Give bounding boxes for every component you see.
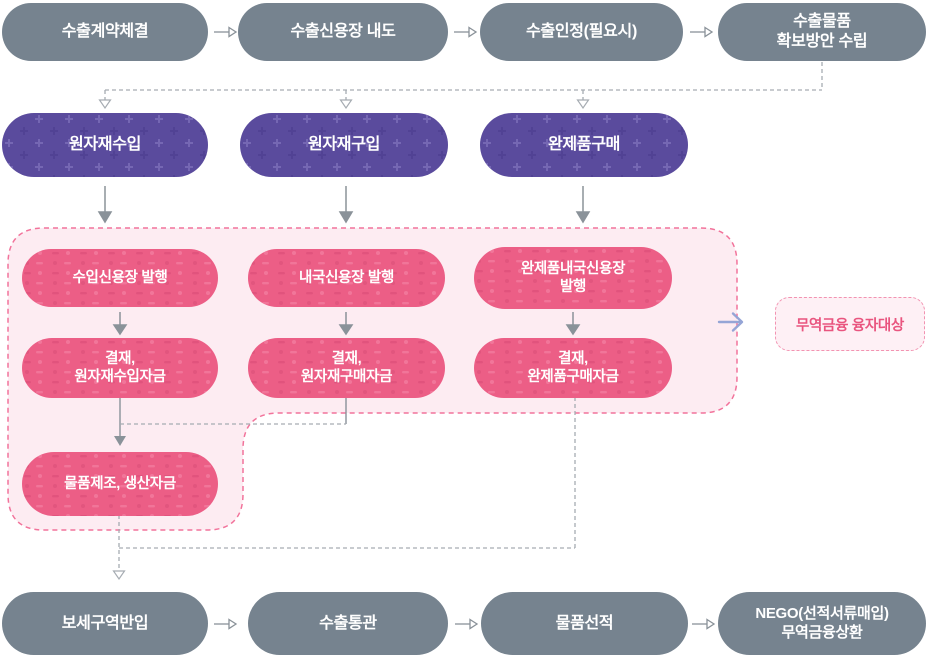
node-bonded-area-entry: 보세구역반입 [2, 592, 208, 655]
node-finished-local-lc-issue: 완제품내국신용장 발행 [474, 247, 672, 309]
node-settle-raw-import-funds: 결재, 원자재수입자금 [22, 338, 218, 398]
node-label: 물품선적 [555, 614, 614, 632]
lc-to-settlement-arrows [112, 312, 581, 336]
settlement-to-manufacture-connector [114, 397, 347, 446]
node-label: 보세구역반입 [61, 614, 149, 632]
node-export-clearance: 수출통관 [248, 592, 448, 655]
node-label: 결재, 원자재구매자금 [300, 350, 393, 385]
purchase-to-lc-arrows [97, 186, 591, 224]
plan-connector-arrowheads [98, 99, 590, 110]
node-label: 원자재수입 [68, 136, 142, 153]
node-label: 수출계약체결 [61, 23, 149, 40]
node-manufacture-production-funds: 물품제조, 생산자금 [22, 452, 218, 516]
bonded-area-arrowhead [112, 570, 126, 581]
node-export-contract: 수출계약체결 [2, 3, 208, 61]
node-nego-repayment: NEGO(선적서류매입) 무역금융상환 [718, 592, 926, 655]
node-export-lc-arrival: 수출신용장 내도 [238, 3, 448, 61]
plus-pattern-texture [240, 113, 448, 177]
node-label: 결재, 원자재수입자금 [74, 350, 166, 385]
trade-finance-target-label: 무역금융 융자대상 [795, 317, 905, 334]
node-settle-finished-funds: 결재, 완제품구매자금 [474, 338, 672, 398]
node-label: 물품제조, 생산자금 [64, 475, 176, 492]
node-label: 수출통관 [319, 614, 377, 632]
node-label: 완제품구매 [547, 136, 621, 153]
node-label: 완제품내국신용장 발행 [520, 260, 626, 295]
node-label: 수출물품 확보방안 수립 [776, 13, 868, 50]
node-export-approval: 수출인정(필요시) [480, 3, 683, 61]
node-raw-material-purchase: 원자재구입 [240, 113, 448, 177]
node-label: 수출신용장 내도 [290, 23, 396, 40]
plan-to-purchase-connector [104, 62, 823, 100]
node-label: 원자재구입 [307, 136, 381, 153]
node-export-goods-plan: 수출물품 확보방안 수립 [718, 3, 926, 61]
trade-finance-target-box: 무역금융 융자대상 [775, 297, 925, 351]
node-import-lc-issue: 수입신용장 발행 [22, 249, 218, 307]
plus-pattern-texture [480, 113, 688, 177]
node-local-lc-issue: 내국신용장 발행 [248, 249, 445, 307]
node-label: NEGO(선적서류매입) 무역금융상환 [755, 604, 889, 641]
node-raw-material-import: 원자재수입 [2, 113, 208, 177]
node-settle-raw-purchase-funds: 결재, 원자재구매자금 [248, 338, 445, 398]
node-goods-shipment: 물품선적 [481, 592, 688, 655]
node-finished-goods-purchase: 완제품구매 [480, 113, 688, 177]
node-label: 결재, 완제품구매자금 [527, 350, 619, 385]
node-label: 수출인정(필요시) [526, 23, 637, 40]
node-label: 수입신용장 발행 [72, 269, 168, 286]
plus-pattern-texture [2, 113, 208, 177]
node-label: 내국신용장 발행 [298, 269, 394, 286]
finance-target-arrow [717, 312, 744, 332]
